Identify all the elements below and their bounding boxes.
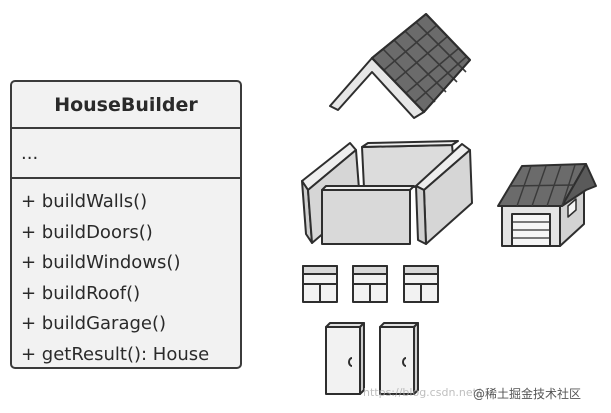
method-build-garage: + buildGarage() — [21, 313, 167, 335]
window-icon — [302, 265, 439, 303]
door-icon — [325, 322, 419, 395]
method-build-roof: + buildRoof() — [21, 282, 141, 304]
method-build-doors: + buildDoors() — [21, 221, 153, 243]
house-builder-class: HouseBuilder ... + buildWalls() + buildD… — [10, 80, 242, 369]
watermark-site: @稀土掘金技术社区 — [473, 387, 582, 401]
garage-icon — [497, 163, 597, 247]
method-build-windows: + buildWindows() — [21, 252, 181, 274]
class-name: HouseBuilder — [12, 82, 240, 129]
walls-icon — [301, 140, 473, 245]
class-fields: ... — [12, 129, 240, 179]
method-get-result: + getResult(): House — [21, 343, 210, 365]
class-methods: + buildWalls() + buildDoors() + buildWin… — [12, 179, 240, 367]
watermark-url: https://blog.csdn.net/ — [363, 386, 481, 399]
method-build-walls: + buildWalls() — [21, 191, 148, 212]
roof-icon — [329, 13, 471, 119]
